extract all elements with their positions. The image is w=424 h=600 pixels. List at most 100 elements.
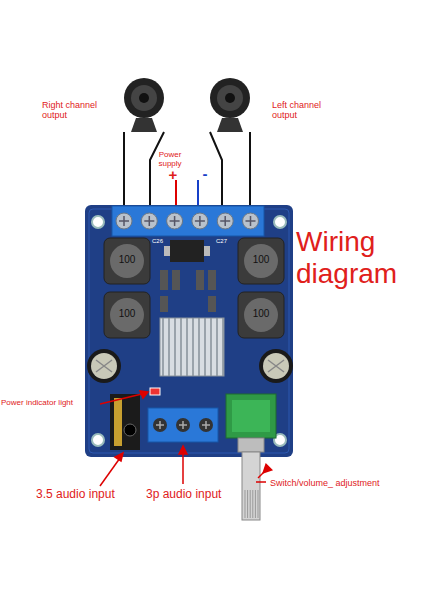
inductor-faces <box>244 244 278 278</box>
capacitor-right <box>259 349 293 383</box>
callout-text: Power indicator light <box>1 398 101 407</box>
pcb-board <box>92 216 104 228</box>
leader-line-switch <box>258 464 272 478</box>
smd-parts <box>160 270 168 290</box>
volume-potentiometer <box>250 490 251 518</box>
speaker-left <box>217 85 243 111</box>
inductor-faces <box>244 298 278 332</box>
volume-potentiometer <box>252 490 253 518</box>
leader-lines <box>100 393 146 404</box>
output-terminal-block <box>112 206 264 236</box>
speaker-wires <box>150 132 164 212</box>
output-terminal-block <box>141 213 157 229</box>
capacitor-right <box>263 353 289 379</box>
diode-pad <box>204 246 210 256</box>
capacitor-right <box>268 360 284 372</box>
silkscreen-label: C27 <box>216 238 232 245</box>
volume-potentiometer <box>238 438 264 452</box>
leader-lines <box>140 391 148 398</box>
smd-parts <box>208 296 216 312</box>
leader-line-switch <box>258 477 270 479</box>
polarity-sign: + <box>167 166 179 183</box>
inductor-faces <box>110 244 144 278</box>
diagram-title: Wiring diagram <box>296 226 420 290</box>
output-terminal-block <box>144 216 154 226</box>
power-led <box>150 388 160 395</box>
speaker-wires <box>124 132 250 212</box>
inductor-value: 100 <box>250 308 272 320</box>
capacitor-left <box>91 353 117 379</box>
leader-lines <box>100 458 120 486</box>
leader-lines <box>115 453 123 461</box>
output-terminal-block <box>195 216 205 226</box>
inductor-value: 100 <box>250 254 272 266</box>
speaker-right <box>131 85 157 111</box>
volume-potentiometer <box>226 394 276 520</box>
audio-jack <box>110 394 140 450</box>
output-terminal-block <box>170 216 180 226</box>
audio-jack <box>110 394 140 450</box>
inductor-value: 100 <box>116 254 138 266</box>
speaker-left <box>217 118 243 132</box>
output-terminal-block <box>220 216 230 226</box>
leader-lines <box>182 452 184 484</box>
inductors <box>238 292 284 338</box>
speaker-right <box>139 93 149 103</box>
leader-line-switch <box>264 475 268 477</box>
audio-jack <box>114 398 122 446</box>
speaker-left <box>225 93 235 103</box>
pcb-board <box>85 205 293 457</box>
volume-potentiometer <box>245 490 258 518</box>
diode-pad <box>164 246 170 256</box>
leader-lines <box>256 481 266 483</box>
volume-potentiometer <box>247 490 248 518</box>
capacitor-right <box>259 349 293 383</box>
speaker-right <box>124 78 164 118</box>
output-terminal-block <box>119 216 129 226</box>
output-terminal-block <box>217 213 233 229</box>
speaker-left <box>210 78 250 132</box>
output-terminal-block <box>243 213 259 229</box>
volume-potentiometer <box>258 490 259 518</box>
output-terminal-block <box>167 213 183 229</box>
inductor-value: 100 <box>116 308 138 320</box>
callout-text: Left channel output <box>272 100 342 121</box>
speaker-right <box>124 78 164 132</box>
input-terminal-block <box>156 421 210 429</box>
inductor-faces <box>110 298 144 332</box>
leader-lines <box>179 446 187 454</box>
speaker-wires <box>210 132 222 212</box>
speaker-right <box>131 118 157 132</box>
callout-text: Switch/volume_ adjustment <box>270 478 380 488</box>
speaker-wires <box>123 132 125 212</box>
callout-text: 3.5 audio input <box>36 488 136 502</box>
smd-parts <box>160 270 216 312</box>
silkscreen-label: C26 <box>152 238 168 245</box>
heatsink <box>160 318 224 376</box>
audio-jack <box>124 424 136 436</box>
capacitor-left <box>87 349 121 383</box>
output-terminal-block <box>192 213 208 229</box>
volume-potentiometer <box>232 400 270 432</box>
output-terminal-block <box>116 213 259 229</box>
volume-potentiometer <box>245 490 246 518</box>
callout-text: 3p audio input <box>146 488 246 502</box>
smd-parts <box>160 296 168 312</box>
capacitor-left <box>96 360 112 372</box>
input-terminal-block <box>148 408 218 442</box>
volume-potentiometer <box>226 394 276 438</box>
pcb-board <box>85 205 293 457</box>
speaker-left <box>210 78 250 118</box>
smd-parts <box>196 270 204 290</box>
diode <box>170 240 204 262</box>
inductors <box>104 238 150 284</box>
volume-potentiometer <box>242 452 260 520</box>
pcb-board <box>274 216 286 228</box>
smd-parts <box>208 270 216 290</box>
speaker-wires <box>249 132 251 212</box>
smd-parts <box>172 270 180 290</box>
input-terminal-block <box>148 408 218 442</box>
leader-line-switch <box>260 464 271 475</box>
